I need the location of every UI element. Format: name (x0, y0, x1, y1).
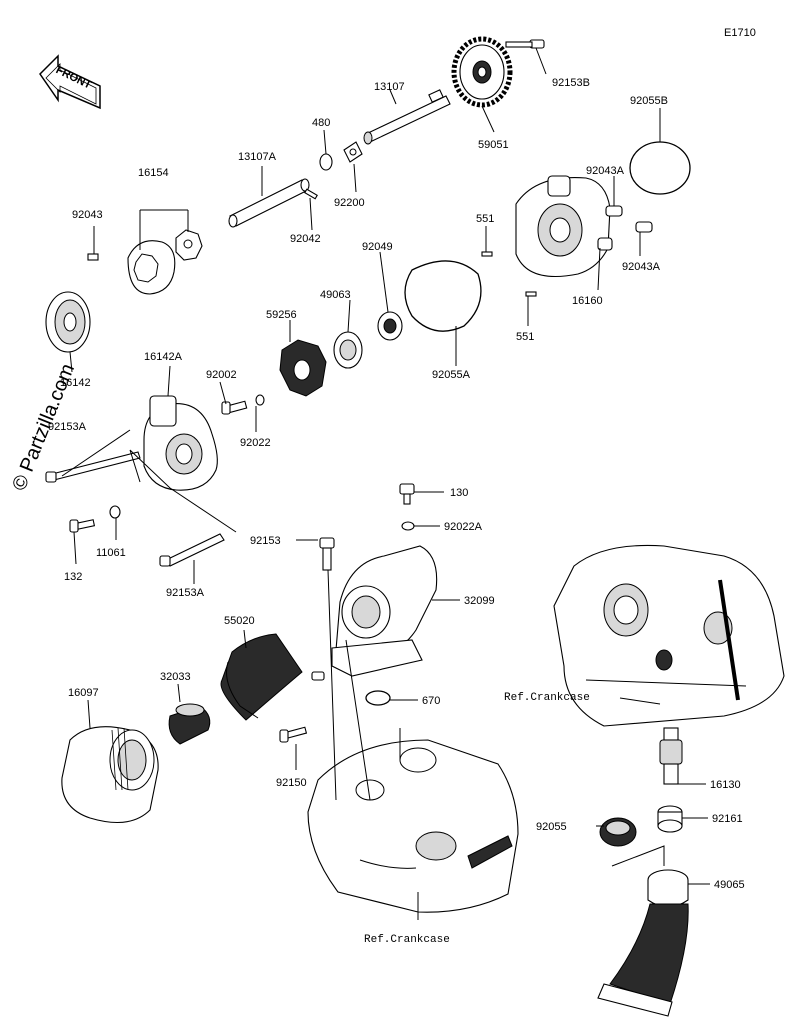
front-arrow-icon: FRONT (39, 54, 101, 110)
collar-92161-icon (657, 805, 683, 833)
bolt-92153A-2-icon (159, 533, 225, 567)
pin-551-2-icon (525, 291, 537, 297)
housing-16160-icon (515, 175, 613, 278)
dowel-92043A-1-icon (605, 205, 623, 217)
bolt-130-icon (399, 483, 415, 505)
part-label-92049[interactable]: 92049 (362, 241, 393, 253)
part-label-130[interactable]: 130 (450, 487, 468, 499)
oring-92055-icon (599, 817, 637, 847)
pin-92043-icon (87, 253, 99, 261)
part-label-92153A-2[interactable]: 92153A (166, 587, 205, 599)
ref-crankcase-bottom[interactable]: Ref.Crankcase (364, 934, 450, 946)
rotor-16142-icon (45, 291, 91, 353)
part-label-13107A[interactable]: 13107A (238, 151, 277, 163)
washer-11061-icon (109, 505, 121, 519)
bolt-92153A-1-icon (45, 451, 141, 483)
part-label-16142[interactable]: 16142 (60, 377, 91, 389)
part-label-32033[interactable]: 32033 (160, 671, 191, 683)
part-label-132[interactable]: 132 (64, 571, 82, 583)
part-label-16097[interactable]: 16097 (68, 687, 99, 699)
part-label-92043[interactable]: 92043 (72, 209, 103, 221)
fitting-16130-icon (659, 727, 683, 785)
diagram-id: E1710 (724, 27, 756, 39)
part-label-11061[interactable]: 11061 (96, 547, 126, 559)
rotor-16154-icon (127, 229, 203, 295)
bolt-92150-icon (279, 726, 308, 743)
crankcase-bottom-icon (307, 739, 519, 913)
bolt-92002-icon (221, 400, 248, 415)
part-label-92153B[interactable]: 92153B (552, 77, 590, 89)
part-labels: 92153B 92055B 13107 480 59051 13107A 161… (48, 77, 745, 946)
part-label-551-2[interactable]: 551 (516, 331, 534, 343)
washer-92022A-icon (401, 521, 415, 531)
pin-551-1-icon (481, 251, 493, 257)
part-label-55020[interactable]: 55020 (224, 615, 255, 627)
part-label-32099[interactable]: 32099 (464, 595, 495, 607)
part-label-92002[interactable]: 92002 (206, 369, 237, 381)
shaft-13107-icon (363, 89, 451, 145)
ref-crankcase-right[interactable]: Ref.Crankcase (504, 692, 590, 704)
part-label-92055B[interactable]: 92055B (630, 95, 668, 107)
impeller-59256-icon (279, 339, 327, 397)
oil-filter-16097-icon (61, 726, 159, 823)
pin-92042-icon (304, 188, 318, 200)
part-label-92161[interactable]: 92161 (712, 813, 743, 825)
shaft-13107A-icon (228, 178, 310, 228)
part-label-16130[interactable]: 16130 (710, 779, 741, 791)
part-label-92022[interactable]: 92022 (240, 437, 271, 449)
part-label-92200[interactable]: 92200 (334, 197, 365, 209)
part-label-551-1[interactable]: 551 (476, 213, 494, 225)
part-label-92150[interactable]: 92150 (276, 777, 307, 789)
part-label-92055[interactable]: 92055 (536, 821, 567, 833)
part-label-13107[interactable]: 13107 (374, 81, 405, 93)
bolt-92153B-icon (505, 39, 545, 49)
part-label-92055A[interactable]: 92055A (432, 369, 471, 381)
part-label-670[interactable]: 670 (422, 695, 440, 707)
part-label-59256[interactable]: 59256 (266, 309, 297, 321)
dowel-92043A-2-icon (635, 221, 653, 233)
strainer-49065-icon (597, 869, 689, 1017)
part-label-16160[interactable]: 16160 (572, 295, 603, 307)
crankcase-right-icon (553, 544, 785, 727)
washer-92022-icon (255, 394, 265, 406)
pump-body-32099-icon (331, 545, 438, 677)
gasket-92055A-icon (404, 260, 482, 332)
baffle-55020-icon (220, 633, 325, 721)
part-label-49065[interactable]: 49065 (714, 879, 745, 891)
seal-92049-icon (377, 311, 403, 341)
part-label-92153[interactable]: 92153 (250, 535, 281, 547)
leader-lines (61, 47, 710, 920)
bolt-132-icon (69, 519, 96, 533)
part-label-59051[interactable]: 59051 (478, 139, 509, 151)
part-label-16142A[interactable]: 16142A (144, 351, 183, 363)
nipple-32033-icon (168, 703, 211, 745)
part-label-480[interactable]: 480 (312, 117, 330, 129)
seal-49063-icon (333, 331, 363, 369)
part-label-92042[interactable]: 92042 (290, 233, 321, 245)
plate-92200-icon (343, 141, 363, 163)
cover-16142A-icon (143, 395, 218, 491)
part-label-92043A-1[interactable]: 92043A (586, 165, 625, 177)
oring-670-icon (365, 690, 391, 706)
washer-480-icon (319, 153, 333, 171)
part-label-16154[interactable]: 16154 (138, 167, 169, 179)
part-label-92043A-2[interactable]: 92043A (622, 261, 661, 273)
bolt-92153-icon (319, 537, 335, 571)
gear-59051-icon (451, 36, 513, 108)
part-label-92022A[interactable]: 92022A (444, 521, 483, 533)
part-label-92153A-1[interactable]: 92153A (48, 421, 87, 433)
oring-92055B-icon (629, 141, 691, 195)
part-label-49063[interactable]: 49063 (320, 289, 351, 301)
